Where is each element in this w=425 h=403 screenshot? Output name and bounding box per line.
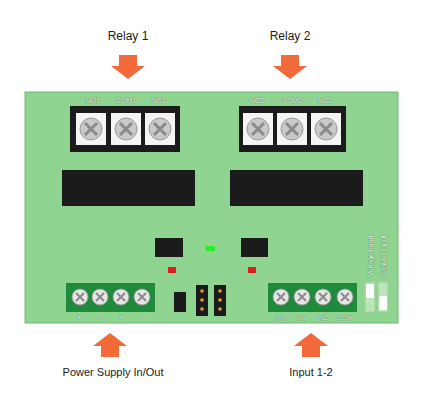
screw bbox=[115, 118, 137, 140]
terminal-name: NC2 bbox=[318, 97, 332, 104]
power-terminal-block bbox=[66, 283, 155, 312]
callout-label: Power Supply In/Out bbox=[63, 367, 164, 378]
switch-lever bbox=[379, 296, 387, 310]
screw-slot bbox=[286, 123, 298, 135]
switch bbox=[365, 282, 375, 312]
terminal-name: COM2 bbox=[282, 97, 302, 104]
callout-label: Input 1-2 bbox=[289, 367, 332, 378]
polarity-sign: – bbox=[140, 314, 144, 322]
screw bbox=[92, 289, 108, 305]
relay2-terminal-block bbox=[239, 106, 346, 152]
screw-slot bbox=[252, 123, 264, 135]
screw bbox=[315, 118, 337, 140]
screw-slot bbox=[120, 123, 132, 135]
chip bbox=[241, 238, 268, 257]
switch-lever bbox=[366, 284, 374, 298]
terminal-name: NO1 bbox=[86, 97, 100, 104]
chip bbox=[155, 238, 183, 257]
screw bbox=[273, 289, 289, 305]
screw bbox=[113, 289, 129, 305]
polarity-sign: + bbox=[77, 314, 82, 322]
terminal-name: COM bbox=[338, 315, 352, 321]
terminal-socket bbox=[76, 113, 106, 145]
pointer-arrow bbox=[111, 55, 145, 79]
screw-slot bbox=[341, 293, 349, 301]
pointer-arrow bbox=[273, 55, 307, 79]
terminal-name: NC1 bbox=[152, 97, 166, 104]
pin-header bbox=[214, 285, 226, 316]
terminal-socket bbox=[311, 113, 341, 145]
screw bbox=[149, 118, 171, 140]
green-led bbox=[206, 246, 215, 251]
terminal-name: IN1 bbox=[297, 315, 306, 321]
screw-slot bbox=[138, 293, 146, 301]
screw-slot bbox=[320, 123, 332, 135]
terminal-name: IN2 bbox=[318, 315, 327, 321]
pointer-arrow bbox=[93, 333, 127, 357]
header-pin bbox=[200, 307, 204, 311]
screw bbox=[80, 118, 102, 140]
polarity-sign: – bbox=[98, 314, 102, 322]
pin-header bbox=[196, 285, 208, 316]
relay1-terminal-block bbox=[70, 106, 180, 152]
terminal-name: VIN bbox=[276, 315, 286, 321]
screw bbox=[247, 118, 269, 140]
screw-slot bbox=[319, 293, 327, 301]
header-pin bbox=[200, 298, 204, 302]
screw bbox=[72, 289, 88, 305]
screw-slot bbox=[85, 123, 97, 135]
red-led bbox=[248, 267, 256, 273]
screw-slot bbox=[277, 293, 285, 301]
red-led bbox=[168, 267, 176, 273]
screw bbox=[315, 289, 331, 305]
terminal-socket bbox=[277, 113, 307, 145]
header-pin bbox=[218, 307, 222, 311]
screw-slot bbox=[117, 293, 125, 301]
input-terminal-block bbox=[268, 283, 357, 312]
switch-label: Contact Input bbox=[380, 235, 387, 277]
callout-label: Relay 1 bbox=[108, 30, 149, 42]
header-pin bbox=[200, 289, 204, 293]
pcb-board bbox=[25, 92, 398, 323]
switch-label: Voltage Input bbox=[367, 236, 374, 277]
screw-slot bbox=[154, 123, 166, 135]
screw-slot bbox=[76, 293, 84, 301]
component bbox=[174, 292, 186, 312]
terminal-name: NO2 bbox=[250, 97, 264, 104]
polarity-sign: + bbox=[119, 314, 124, 322]
screw-slot bbox=[96, 293, 104, 301]
header-pin bbox=[218, 289, 222, 293]
relay2-body bbox=[230, 170, 363, 206]
header-pin bbox=[218, 298, 222, 302]
switch bbox=[378, 282, 388, 312]
screw bbox=[281, 118, 303, 140]
screw bbox=[294, 289, 310, 305]
relay1-body bbox=[62, 170, 195, 206]
screw bbox=[337, 289, 353, 305]
terminal-socket bbox=[243, 113, 273, 145]
terminal-name: COM1 bbox=[116, 97, 136, 104]
terminal-socket bbox=[145, 113, 175, 145]
screw bbox=[134, 289, 150, 305]
callout-label: Relay 2 bbox=[270, 30, 311, 42]
pointer-arrow bbox=[294, 333, 328, 357]
screw-slot bbox=[298, 293, 306, 301]
terminal-socket bbox=[111, 113, 141, 145]
